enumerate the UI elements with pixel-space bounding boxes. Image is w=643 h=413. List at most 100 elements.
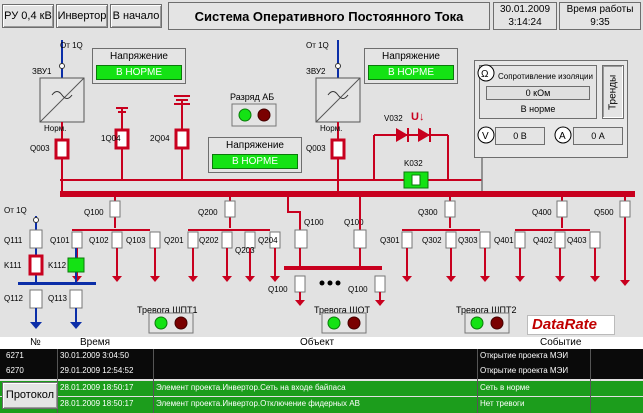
log-col-time: Время bbox=[80, 337, 111, 348]
feeder-q401[interactable] bbox=[514, 231, 526, 249]
diode-label: V032 bbox=[384, 114, 403, 123]
battery-ok-lamp bbox=[238, 108, 252, 122]
label-q303: Q303 bbox=[458, 236, 478, 245]
feeder-q303[interactable] bbox=[479, 231, 491, 249]
feeder-breaker-q500[interactable] bbox=[619, 200, 631, 218]
feeder-breaker-q100[interactable] bbox=[109, 200, 121, 218]
uptime-label: Время работы bbox=[566, 4, 634, 15]
label-bottom-q100-b: Q100 bbox=[348, 285, 368, 294]
feeder-breaker-q400[interactable] bbox=[556, 200, 568, 218]
datarate-logo: DataRate bbox=[527, 315, 615, 335]
log-row-2[interactable]: 6270 29.01.2009 12:54:52 Открытие проект… bbox=[0, 364, 643, 379]
k112-contactor[interactable] bbox=[67, 257, 85, 273]
zvu2-mode: Норм. bbox=[320, 124, 342, 133]
alarm-shot-ok bbox=[327, 316, 341, 330]
k111-label: K111 bbox=[4, 261, 22, 270]
voltage-panel-3: Напряжение В НОРМЕ bbox=[208, 137, 302, 173]
feeder-q302[interactable] bbox=[445, 231, 457, 249]
home-button[interactable]: В начало bbox=[110, 4, 162, 28]
ru-04kv-button[interactable]: РУ 0,4 кВ bbox=[2, 4, 54, 28]
datetime-panel: 30.01.2009 3:14:24 bbox=[493, 2, 557, 30]
q111-label: Q111 bbox=[4, 236, 23, 245]
time-text: 3:14:24 bbox=[508, 17, 542, 28]
log-row-num: 6271 bbox=[6, 351, 24, 360]
inverter-button[interactable]: Инвертор bbox=[56, 4, 108, 28]
feeder-q403[interactable] bbox=[589, 231, 601, 249]
k032-label: K032 bbox=[404, 159, 423, 168]
feeder-q201[interactable] bbox=[187, 231, 199, 249]
insulation-status: В норме bbox=[520, 104, 556, 114]
diode-2 bbox=[418, 128, 430, 142]
omega-icon bbox=[477, 64, 495, 82]
log-col-num: № bbox=[30, 337, 41, 348]
insulation-value: 0 кОм bbox=[486, 86, 590, 100]
q111-breaker[interactable] bbox=[29, 229, 43, 249]
feeder-q101[interactable] bbox=[71, 231, 83, 249]
log-row-time: 29.01.2009 12:54:52 bbox=[60, 366, 134, 375]
zvu1-breaker-label: Q003 bbox=[30, 144, 50, 153]
voltage-status-3: В НОРМЕ bbox=[212, 154, 298, 169]
log-col-event: Событие bbox=[540, 337, 582, 348]
feeder-q103[interactable] bbox=[149, 231, 161, 249]
log-row-3[interactable]: 28.01.2009 18:50:17 Элемент проекта.Инве… bbox=[0, 381, 643, 396]
page-title: Система Оперативного Постоянного Тока bbox=[194, 8, 464, 24]
label-q201: Q201 bbox=[164, 236, 184, 245]
battery-alarm-lamp bbox=[257, 108, 271, 122]
breaker-2q04[interactable] bbox=[174, 128, 190, 150]
zvu1-breaker[interactable] bbox=[54, 138, 70, 160]
feeder-q402[interactable] bbox=[554, 231, 566, 249]
feeder-q100-c[interactable] bbox=[353, 229, 367, 249]
feeder-breaker-q300[interactable] bbox=[444, 200, 456, 218]
date-text: 30.01.2009 bbox=[499, 4, 551, 15]
zvu2-breaker[interactable] bbox=[330, 138, 346, 160]
amp-symbol: A bbox=[559, 131, 566, 142]
log-row-time: 28.01.2009 18:50:17 bbox=[60, 383, 134, 392]
zvu2-source: От 1Q bbox=[306, 41, 329, 50]
q113-breaker[interactable] bbox=[69, 289, 83, 309]
insulation-box: Сопротивление изоляции 0 кОм В норме bbox=[479, 65, 597, 119]
shot-breaker-a[interactable] bbox=[294, 275, 306, 293]
breaker-2q04-label: 2Q04 bbox=[150, 134, 170, 143]
main-bus bbox=[60, 191, 635, 197]
shot-breaker-b[interactable] bbox=[374, 275, 386, 293]
label-q401: Q401 bbox=[494, 236, 514, 245]
feeder-q100-b[interactable] bbox=[294, 229, 308, 249]
diode-1 bbox=[396, 128, 408, 142]
zvu2-name: ЗВУ2 bbox=[306, 67, 326, 76]
title-bar: Система Оперативного Постоянного Тока bbox=[168, 2, 490, 30]
label-q203: Q203 bbox=[235, 246, 255, 255]
group-q100-a: Q100 bbox=[84, 208, 104, 217]
alarm-shot-label: Тревога ШОТ bbox=[314, 305, 371, 315]
group-q400: Q400 bbox=[532, 208, 552, 217]
alarm-shpt1-alarm bbox=[174, 316, 188, 330]
uptime-value: 9:35 bbox=[590, 17, 610, 28]
log-row-1[interactable]: 6271 30.01.2009 3:04:50 Открытие проекта… bbox=[0, 349, 643, 364]
alarm-shpt1-ok bbox=[154, 316, 168, 330]
zvu1-mode: Норм. bbox=[44, 124, 66, 133]
q112-breaker[interactable] bbox=[29, 289, 43, 309]
log-row-object: Элемент проекта.Инвертор.Сеть на входе б… bbox=[156, 383, 346, 392]
alarm-shpt1-label: Тревога ШПТ1 bbox=[137, 305, 198, 315]
protocol-button[interactable]: Протокол bbox=[2, 382, 58, 409]
feeder-q301[interactable] bbox=[401, 231, 413, 249]
log-row-4[interactable]: 28.01.2009 18:50:17 Элемент проекта.Инве… bbox=[0, 397, 643, 413]
feeder-breaker-q200[interactable] bbox=[224, 200, 236, 218]
zvu2-breaker-label: Q003 bbox=[306, 144, 326, 153]
feeder-q102[interactable] bbox=[111, 231, 123, 249]
zvu1-name: ЗВУ1 bbox=[32, 67, 52, 76]
log-row-time: 28.01.2009 18:50:17 bbox=[60, 399, 134, 408]
group-q100-b: Q100 bbox=[304, 218, 324, 227]
insulation-panel: Сопротивление изоляции 0 кОм В норме Тре… bbox=[474, 60, 628, 158]
label-bottom-q100-a: Q100 bbox=[268, 285, 288, 294]
current-meter-value: 0 А bbox=[573, 127, 623, 145]
breaker-1q04[interactable] bbox=[114, 128, 130, 150]
k111-contactor[interactable] bbox=[28, 254, 44, 276]
event-log: № Время Объект Событие 6271 30.01.2009 3… bbox=[0, 337, 643, 413]
feeder-q202[interactable] bbox=[221, 231, 233, 249]
breaker-1q04-label: 1Q04 bbox=[101, 134, 121, 143]
schematic-diagram: От 1Q ЗВУ1 Норм. Q003 От 1Q ЗВУ2 Норм. Q… bbox=[4, 40, 635, 334]
log-row-event: Сеть в норме bbox=[480, 383, 530, 392]
shot-bus bbox=[284, 266, 382, 270]
k112-label: K112 bbox=[48, 261, 67, 270]
